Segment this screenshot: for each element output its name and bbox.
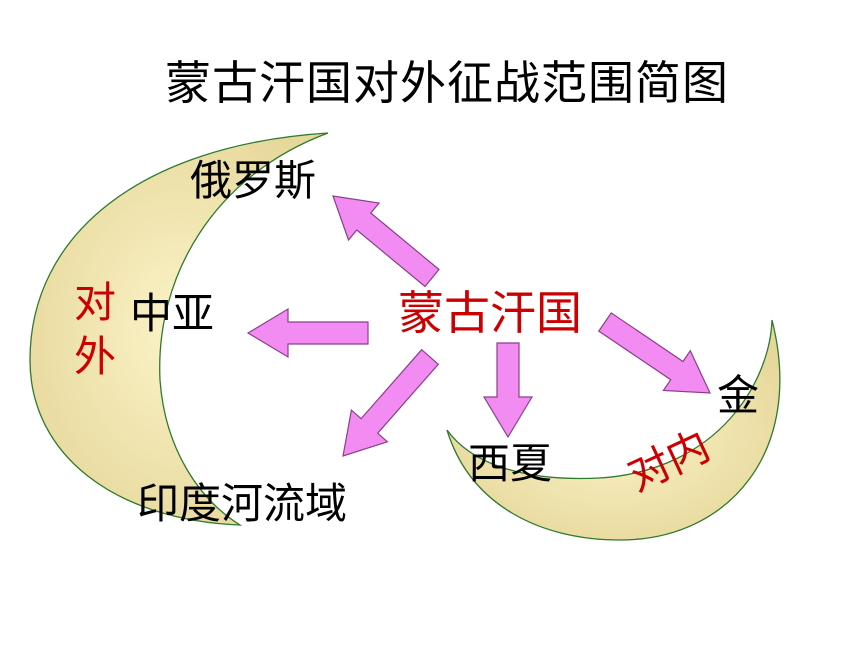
indus-valley-label: 印度河流域 [137, 479, 348, 528]
arrow-to-western-xia [482, 342, 534, 439]
russia-label: 俄罗斯 [190, 156, 317, 205]
arrow-to-jin [597, 312, 711, 394]
diagram-title: 蒙古汗国对外征战范围简图 [165, 56, 729, 110]
internal-crescent [446, 319, 781, 541]
mongol-khanate-label: 蒙古汗国 [398, 286, 582, 340]
external-crescent [29, 132, 329, 526]
arrow-to-russia [332, 195, 440, 288]
arrow-to-central-asia [246, 307, 369, 359]
western-xia-label: 西夏 [468, 439, 553, 488]
external-label-char-2: 外 [74, 332, 117, 381]
arrow-to-indus [342, 348, 440, 457]
external-label-char-1: 对 [74, 278, 117, 327]
jin-label: 金 [717, 371, 760, 420]
central-asia-label: 中亚 [130, 289, 215, 338]
